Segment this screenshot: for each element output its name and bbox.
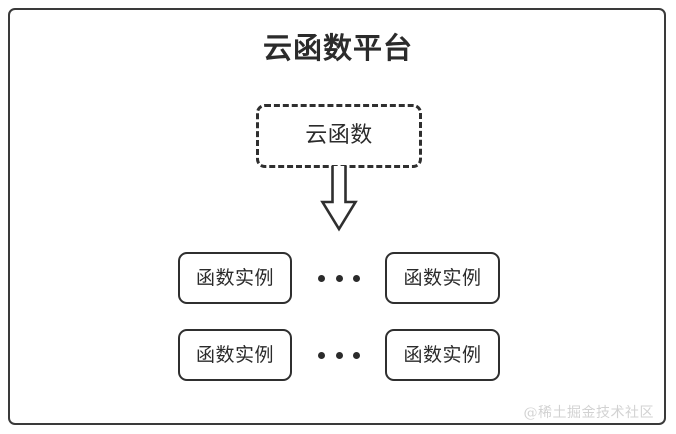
dot-icon [335,274,343,282]
function-instance-label: 函数实例 [195,343,274,366]
function-instance-box: 函数实例 [385,252,500,304]
watermark: @稀土掘金技术社区 [523,405,654,421]
function-instance-label: 函数实例 [403,266,482,289]
dot-icon [353,274,360,282]
cloud-function-label: 云函数 [305,123,373,148]
ellipsis-dots [318,272,360,284]
ellipsis-dots [318,349,360,361]
dot-icon [353,351,360,359]
cloud-function-node: 云函数 [256,104,422,168]
down-arrow-icon [320,166,358,232]
function-instance-box: 函数实例 [178,329,292,381]
dot-icon [318,351,325,359]
function-instance-label: 函数实例 [195,266,274,289]
function-instance-box: 函数实例 [385,329,500,381]
function-instance-label: 函数实例 [403,343,482,366]
dot-icon [335,351,343,359]
dot-icon [318,274,325,282]
page-title: 云函数平台 [262,31,413,65]
function-instance-box: 函数实例 [178,252,292,304]
